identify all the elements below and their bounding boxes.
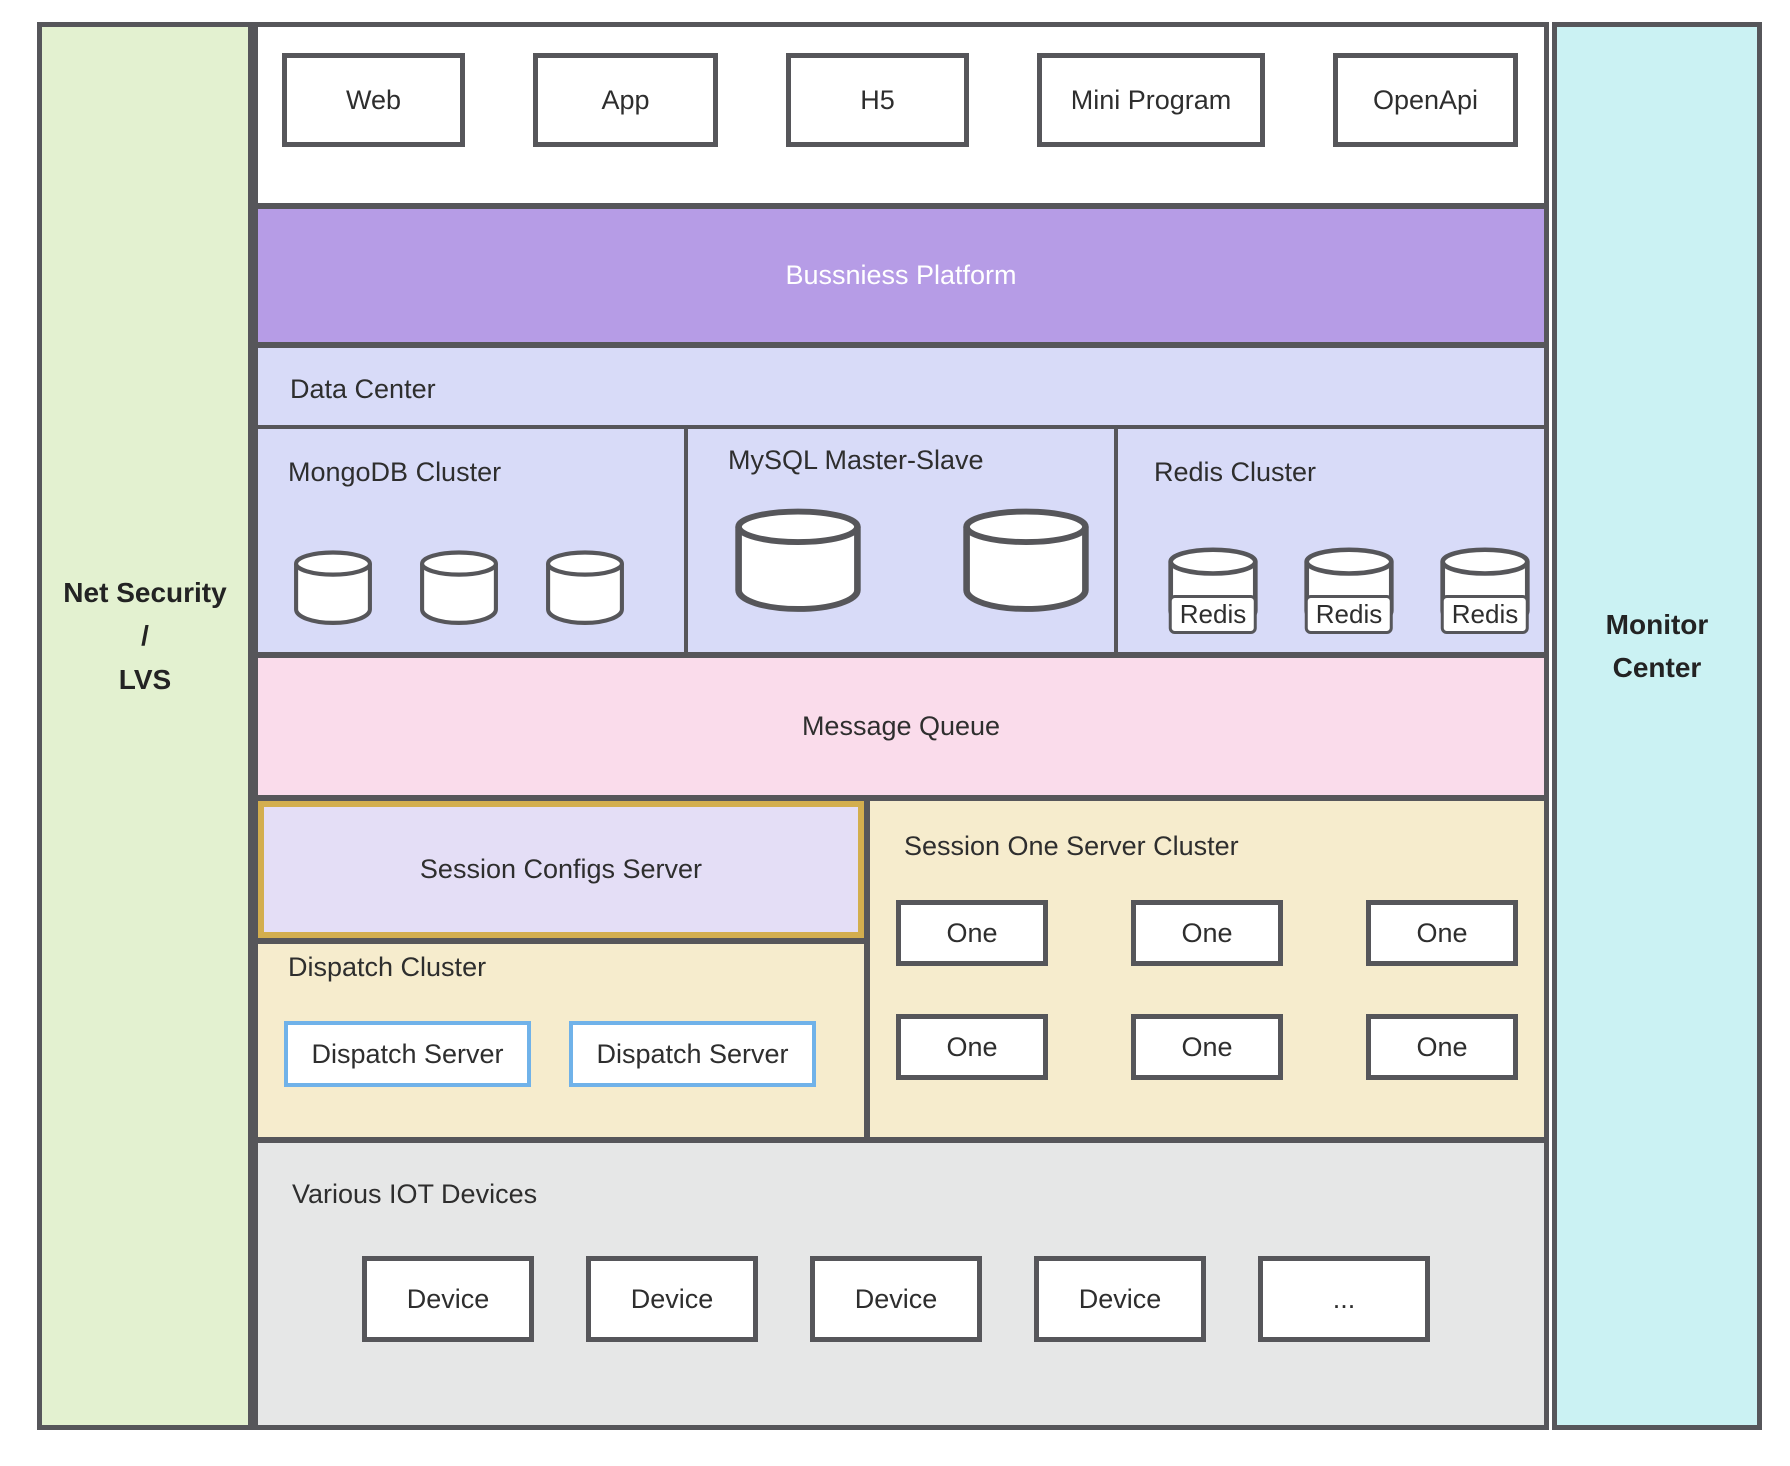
dispatch-servers: Dispatch Server Dispatch Server (284, 1021, 864, 1087)
session-left-column: Session Configs Server Dispatch Cluster … (258, 801, 870, 1137)
session-configs-server-box: Session Configs Server (258, 801, 864, 938)
database-cylinder-icon (418, 550, 500, 628)
mysql-cylinders (732, 508, 1114, 616)
device-box: Device (1034, 1256, 1206, 1342)
iot-devices-label: Various IOT Devices (292, 1179, 538, 1209)
redis-node-label: Redis (1304, 594, 1394, 634)
one-node-box: One (1131, 900, 1283, 966)
monitor-center-panel: Monitor Center (1552, 22, 1762, 1430)
mysql-master-slave-label: MySQL Master-Slave (728, 445, 984, 475)
database-cylinder-icon (732, 508, 864, 616)
business-platform-band: Bussniess Platform (258, 203, 1544, 348)
data-center-clusters: MongoDB Cluster MySQL Master-Slave (258, 425, 1544, 652)
redis-node-cylinder-icon: Redis (1438, 547, 1532, 634)
client-box-h5: H5 (786, 53, 969, 147)
net-security-lvs-panel: Net Security / LVS (37, 22, 253, 1430)
client-box-app: App (533, 53, 718, 147)
net-security-lvs-text: Net Security / LVS (63, 571, 226, 701)
dispatch-server-box: Dispatch Server (569, 1021, 816, 1087)
iot-devices-band: Various IOT Devices Device Device Device… (258, 1143, 1544, 1425)
database-cylinder-icon (960, 508, 1092, 616)
net-security-label: Net Security (63, 576, 227, 608)
client-layer: Web App H5 Mini Program OpenApi (258, 27, 1544, 203)
mongodb-cylinders (292, 550, 684, 628)
main-architecture-column: Web App H5 Mini Program OpenApi Bussnies… (253, 22, 1549, 1430)
redis-cluster: Redis Cluster Redis Redis Redis (1114, 425, 1544, 652)
center-label: Center (1612, 652, 1702, 683)
database-cylinder-icon (292, 550, 374, 628)
redis-node-cylinder-icon: Redis (1302, 547, 1396, 634)
one-node-box: One (896, 900, 1048, 966)
device-box: Device (586, 1256, 758, 1342)
redis-cylinders: Redis Redis Redis (1166, 547, 1544, 634)
lvs-label: LVS (118, 663, 172, 695)
device-box: Device (362, 1256, 534, 1342)
client-box-openapi: OpenApi (1333, 53, 1518, 147)
iot-device-row: Device Device Device Device ... (362, 1256, 1544, 1342)
redis-node-label: Redis (1168, 594, 1258, 634)
monitor-center-text: Monitor Center (1606, 603, 1709, 690)
message-queue-band: Message Queue (258, 658, 1544, 801)
redis-node-cylinder-icon: Redis (1166, 547, 1260, 634)
slash-label: / (141, 620, 149, 652)
mongodb-cluster: MongoDB Cluster (258, 425, 684, 652)
session-layer: Session Configs Server Dispatch Cluster … (258, 801, 1544, 1143)
session-one-nodes: One One One One One One (896, 900, 1544, 1080)
monitor-label: Monitor (1605, 608, 1709, 640)
mysql-master-slave: MySQL Master-Slave (684, 425, 1114, 652)
database-cylinder-icon (544, 550, 626, 628)
data-center-label: Data Center (290, 374, 436, 404)
dispatch-cluster-box: Dispatch Cluster Dispatch Server Dispatc… (258, 938, 864, 1137)
session-one-cluster-label: Session One Server Cluster (904, 831, 1239, 861)
one-node-box: One (1366, 1014, 1518, 1080)
one-node-box: One (1366, 900, 1518, 966)
device-box-ellipsis: ... (1258, 1256, 1430, 1342)
data-center-band: Data Center MongoDB Cluster MySQL Master… (258, 348, 1544, 658)
dispatch-cluster-label: Dispatch Cluster (288, 952, 487, 982)
redis-node-label: Redis (1440, 594, 1530, 634)
device-box: Device (810, 1256, 982, 1342)
session-one-server-cluster-box: Session One Server Cluster One One One O… (870, 801, 1544, 1137)
client-box-mini-program: Mini Program (1037, 53, 1265, 147)
one-node-box: One (896, 1014, 1048, 1080)
client-box-web: Web (282, 53, 465, 147)
one-node-box: One (1131, 1014, 1283, 1080)
mongodb-cluster-label: MongoDB Cluster (288, 457, 502, 487)
redis-cluster-label: Redis Cluster (1154, 457, 1317, 487)
dispatch-server-box: Dispatch Server (284, 1021, 531, 1087)
